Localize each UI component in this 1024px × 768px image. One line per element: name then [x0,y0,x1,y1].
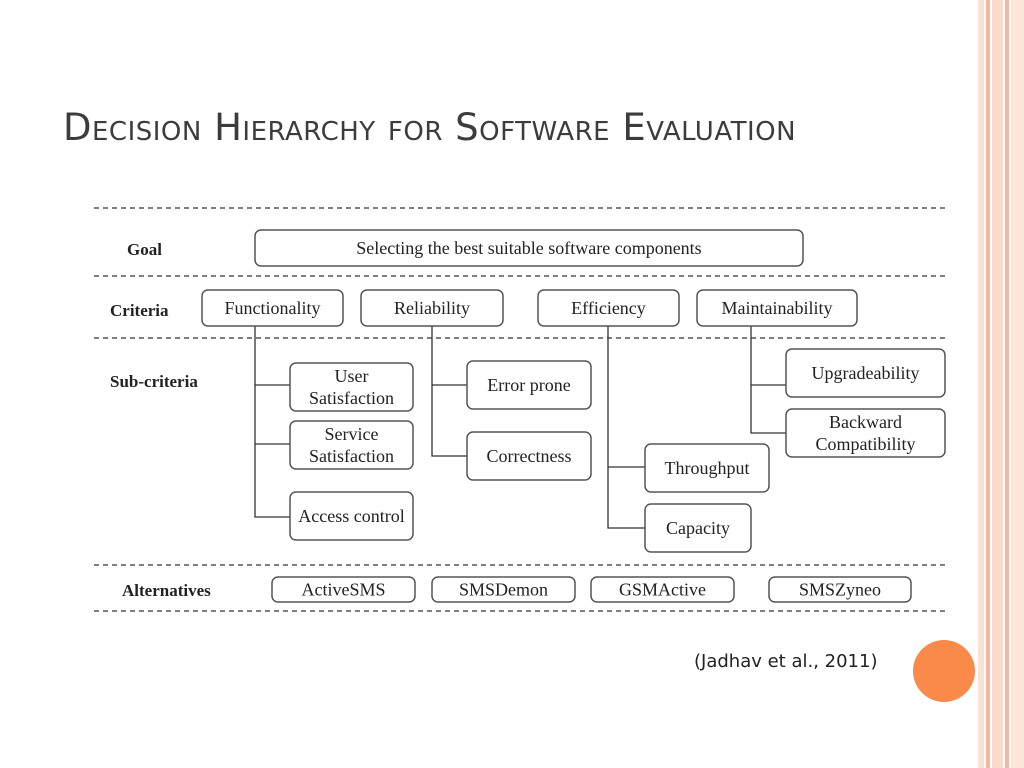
goal-box: Selecting the best suitable software com… [254,229,804,267]
subcriterion-box-upgradeability-label: Upgradeability [812,363,920,383]
criterion-box-maintainability-frame [696,289,858,327]
subcriterion-box-throughput-frame [644,443,770,493]
decor-stripe-3 [992,0,1003,768]
citation: (Jadhav et al., 2011) [694,651,878,672]
level-label-alternatives: Alternatives [122,581,211,600]
alternative-box-smszyneo-frame [768,576,912,603]
decor-stripe-4 [1005,0,1009,768]
subcriterion-box-backward-compatibility-label: Backward [829,412,902,432]
alternative-box-gsmactive-frame [590,576,735,603]
subcriterion-box-access-control: Access control [289,491,414,541]
criterion-box-maintainability-label: Maintainability [722,298,833,318]
decor-stripe-2 [986,0,990,768]
alternative-box-smszyneo-label: SMSZyneo [799,580,881,600]
subcriterion-box-upgradeability-frame [785,348,946,398]
alternative-box-smsdemon-frame [431,576,576,603]
connector-functionality [254,326,290,518]
criterion-box-functionality-label: Functionality [225,298,321,318]
alternative-box-smszyneo: SMSZyneo [768,576,912,603]
subcriterion-box-throughput-label: Throughput [665,458,750,478]
criterion-box-functionality: Functionality [201,289,344,327]
subcriterion-box-correctness-frame [466,431,592,481]
subcriterion-box-capacity-label: Capacity [666,518,730,538]
criterion-box-efficiency-frame [537,289,680,327]
criterion-box-reliability-frame [360,289,504,327]
subcriterion-box-user-satisfaction-frame [289,362,414,412]
criterion-box-reliability-label: Reliability [394,298,470,318]
subcriterion-box-service-satisfaction-label: Satisfaction [309,446,394,466]
subcriterion-box-user-satisfaction-label: User [335,366,369,386]
subcriterion-box-capacity-frame [644,503,752,553]
subcriterion-box-upgradeability: Upgradeability [785,348,946,398]
connector-efficiency [607,326,645,529]
subcriterion-box-throughput: Throughput [644,443,770,493]
connector-maintainability [750,326,786,434]
subcriterion-box-error-prone: Error prone [466,360,592,410]
criterion-box-functionality-frame [201,289,344,327]
subcriterion-box-service-satisfaction-label: Service [325,424,379,444]
alternative-box-activesms-label: ActiveSMS [301,580,385,600]
subcriterion-box-correctness: Correctness [466,431,592,481]
alternative-box-gsmactive: GSMActive [590,576,735,603]
level-label-goal: Goal [127,240,162,259]
alternative-box-activesms: ActiveSMS [271,576,416,603]
slide-title: Decision Hierarchy for Software Evaluati… [63,106,797,149]
subcriterion-box-backward-compatibility-frame [785,408,946,458]
subcriterion-box-backward-compatibility-label: Compatibility [815,434,915,454]
connector-reliability [431,326,467,457]
subcriterion-box-user-satisfaction-label: Satisfaction [309,388,394,408]
criterion-box-reliability: Reliability [360,289,504,327]
goal-box-frame [254,229,804,267]
subcriterion-box-access-control-label: Access control [298,506,404,526]
decor-stripe-1 [978,0,984,768]
criterion-box-efficiency: Efficiency [537,289,680,327]
subcriterion-box-access-control-frame [289,491,414,541]
goal-box-label: Selecting the best suitable software com… [356,238,701,258]
subcriterion-box-capacity: Capacity [644,503,752,553]
criterion-box-efficiency-label: Efficiency [571,298,646,318]
subcriterion-box-error-prone-frame [466,360,592,410]
criterion-box-maintainability: Maintainability [696,289,858,327]
alternative-box-gsmactive-label: GSMActive [619,580,706,600]
level-label-sub-criteria: Sub-criteria [110,372,198,391]
decor-stripe-5 [1011,0,1024,768]
alternative-box-smsdemon-label: SMSDemon [459,580,548,600]
alternative-box-activesms-frame [271,576,416,603]
alternative-box-smsdemon: SMSDemon [431,576,576,603]
subcriterion-box-service-satisfaction-frame [289,420,414,470]
level-label-criteria: Criteria [110,301,169,320]
orange-circle-decor [913,640,975,702]
subcriterion-box-correctness-label: Correctness [487,446,572,466]
subcriterion-box-error-prone-label: Error prone [487,375,570,395]
